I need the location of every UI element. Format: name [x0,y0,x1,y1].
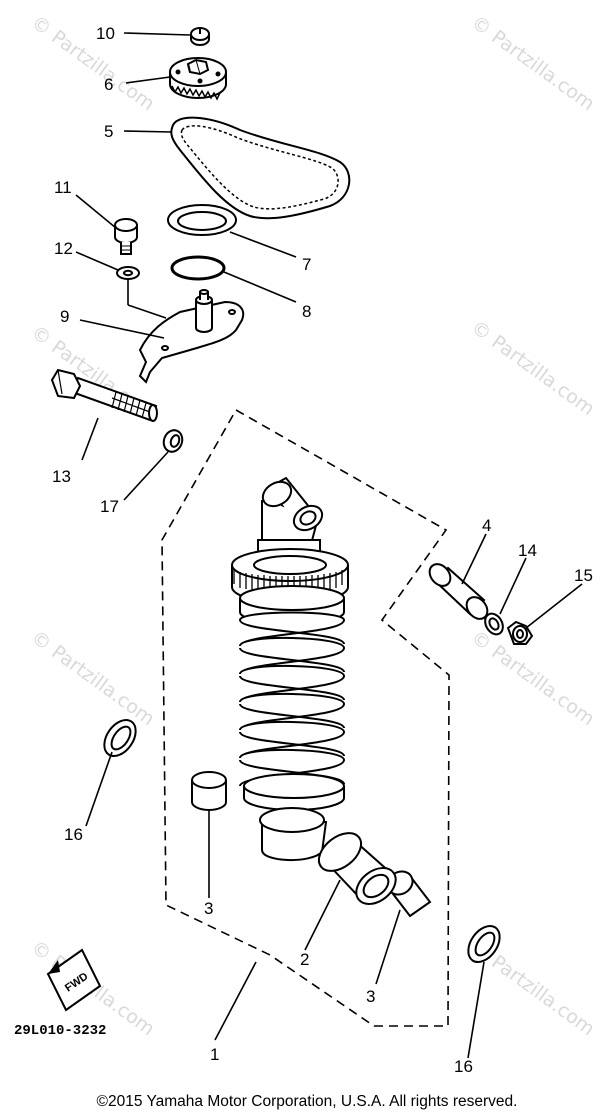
callout-7: 7 [302,255,311,274]
watermark: © Partzilla.com [467,11,599,115]
part-7-ring [167,204,237,236]
shock-absorber [231,476,349,862]
callout-13: 13 [52,467,71,486]
part-8-oring [170,255,226,281]
fwd-arrow-icon: FWD [46,948,102,1012]
callout-2: 2 [300,950,309,969]
part-12-washer [116,266,140,280]
watermark: © Partzilla.com [27,626,159,730]
diagram-code: 29L010-3232 [14,1023,106,1039]
copyright-notice: ©2015 Yamaha Motor Corporation, U.S.A. A… [96,1093,518,1110]
callout-15: 15 [574,566,593,585]
part-16-washer-right [467,924,501,964]
part-14-washer [484,612,504,636]
part-2-collar [317,832,397,905]
callout-4: 4 [482,516,491,535]
part-5-belt [170,116,351,220]
part-16-washer-left [103,718,137,758]
part-6-pulley [169,57,227,101]
watermark: © Partzilla.com [467,626,599,730]
part-4-collar [428,563,489,620]
watermark: © Partzilla.com [467,316,599,420]
part-17-collar [162,429,184,453]
callout-9: 9 [60,307,69,326]
callout-10: 10 [96,24,115,43]
part-9-bracket [138,289,245,384]
callout-12: 12 [54,239,73,258]
leader-lines [75,32,583,1059]
part-3-bushing-left [191,771,227,811]
callout-16-right: 16 [454,1057,473,1076]
callout-17: 17 [100,497,119,516]
assembly-outline [161,408,450,1027]
part-10-nut [190,27,210,46]
watermark: © Partzilla.com [27,11,159,115]
callout-1: 1 [210,1045,219,1064]
callout-16-left: 16 [64,825,83,844]
callout-labels: 10 6 5 11 12 7 8 9 13 17 4 14 15 16 3 2 … [52,24,593,1076]
callout-11: 11 [54,178,72,197]
callout-3-left: 3 [204,899,213,918]
part-11-bolt [114,218,138,255]
callout-3-right: 3 [366,987,375,1006]
part-13-bolt [50,368,158,422]
callout-5: 5 [104,122,113,141]
callout-14: 14 [518,541,537,560]
callout-8: 8 [302,302,311,321]
callout-6: 6 [104,75,113,94]
